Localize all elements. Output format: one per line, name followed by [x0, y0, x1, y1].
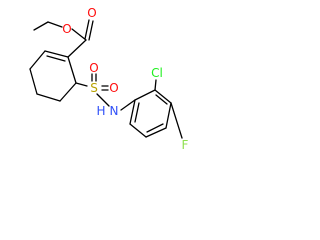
atom-o-ester: O: [62, 22, 71, 36]
atom-o-sulfonyl-left: O: [89, 61, 98, 75]
bond-ar-c4-c5-double: [146, 123, 164, 133]
bond-ring-c2-c3: [29, 50, 46, 70]
bond-ar-c2-c3: [154, 89, 172, 104]
bond-ring-c3-c4: [29, 68, 38, 95]
bonds: [29, 19, 183, 139]
bond-carbonyl-double-b: [88, 20, 94, 41]
atom-s: S: [90, 81, 98, 95]
bond-oester-carbonylc: [71, 28, 87, 41]
bond-ar-c1-c2: [134, 89, 156, 101]
bond-ar-c6-c1: [129, 99, 136, 125]
atom-o-carbonyl: O: [87, 6, 96, 20]
bond-c6-s: [75, 82, 88, 87]
bond-ring-c4-c5: [36, 93, 61, 102]
bond-ring-c5-c6: [59, 82, 77, 102]
bond-ring-c1-c2: [44, 50, 69, 58]
bond-n-aryl: [120, 99, 136, 111]
bond-ar-c2-c3-double: [155, 94, 168, 105]
bond-carbonyl-double-a: [84, 19, 90, 40]
bond-ar-c5-c6: [129, 123, 147, 138]
atom-labels: O O S O O H N Cl F: [62, 6, 188, 152]
molecule-diagram: O O S O O H N Cl F: [0, 0, 206, 177]
bond-ar-c4-c5: [145, 127, 167, 138]
bond-ch3-ch2: [33, 21, 49, 31]
bond-ar-cl: [154, 79, 157, 91]
atom-f: F: [182, 138, 189, 152]
bond-ring-c6-c1: [67, 56, 77, 84]
atom-cl: Cl: [151, 66, 163, 80]
bond-carbonylc-ring: [67, 39, 87, 58]
bond-ar-c6-c1-double: [134, 102, 140, 123]
atom-n: N: [110, 104, 119, 118]
structure-drawing: O O S O O H N Cl F: [29, 6, 189, 152]
bond-ar-f: [170, 102, 183, 139]
bond-ring-c1-c2-double: [46, 55, 66, 62]
bond-ch2-oester: [47, 21, 63, 28]
bond-s-n: [96, 93, 110, 107]
atom-h: H: [96, 104, 105, 118]
bond-ar-c3-c4: [165, 102, 172, 129]
atom-o-sulfonyl-right: O: [109, 81, 118, 95]
